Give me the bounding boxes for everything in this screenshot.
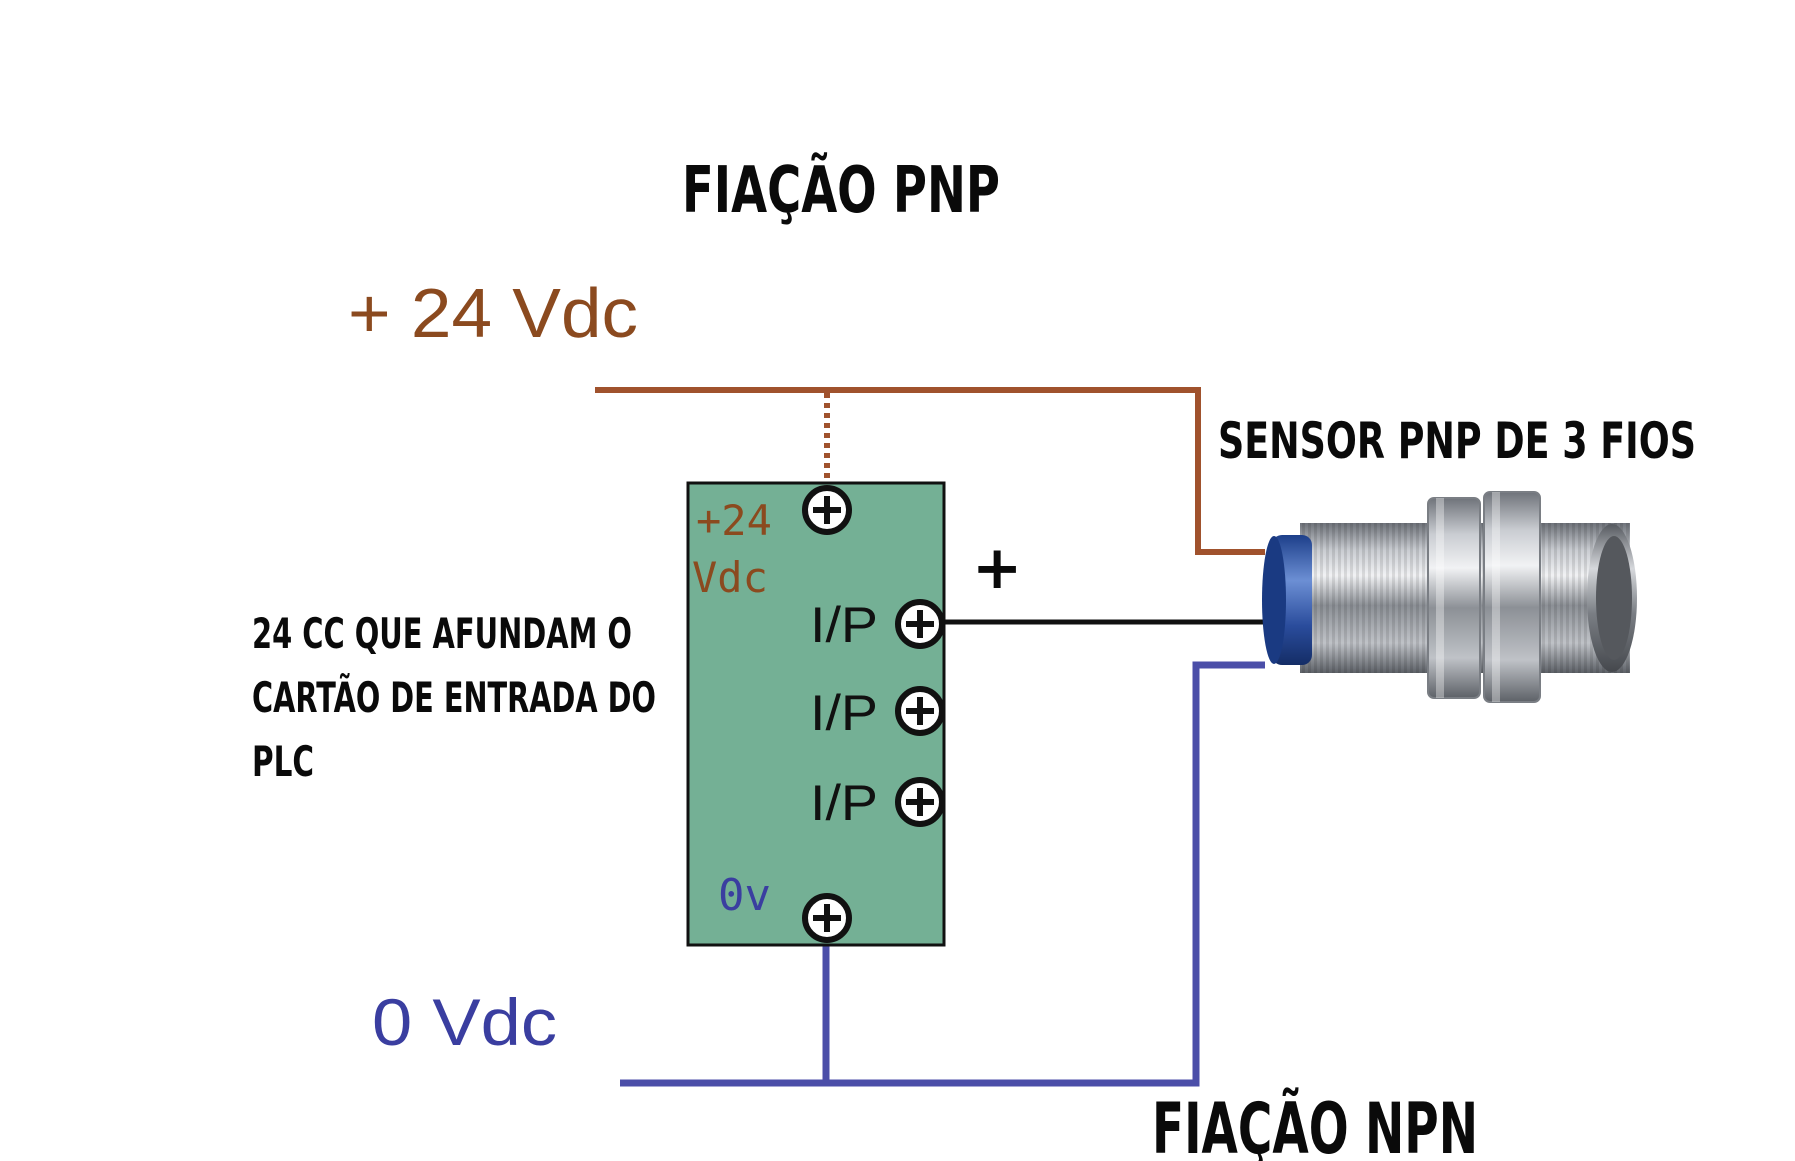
plc-description-line-2: CARTÃO DE ENTRADA DO [252, 672, 656, 722]
positive-rail-label: + 24 Vdc [348, 274, 638, 352]
plc-plus24-label: +24 [696, 496, 772, 545]
npn-title: FIAÇÃO NPN [1152, 1088, 1478, 1161]
input-label-2: I/P [810, 685, 878, 741]
input-label-3: I/P [810, 775, 878, 831]
negative-rail-label: 0 Vdc [372, 985, 557, 1059]
positive-rail-wire [595, 387, 1265, 555]
input-1-screw-icon [895, 599, 945, 649]
signal-plus-sign: + [972, 533, 1022, 603]
plc-description-line-3: PLC [252, 737, 314, 786]
plc-description-line-1: 24 CC QUE AFUNDAM O [252, 609, 632, 658]
plc-zero-label: 0v [718, 870, 771, 921]
plc-vdc-label: Vdc [692, 553, 768, 602]
input-3-screw-icon [895, 777, 945, 827]
terminal-zero-screw-icon [802, 893, 852, 943]
terminal-plus24-screw-icon [802, 485, 852, 535]
sensor-label: SENSOR PNP DE 3 FIOS [1218, 412, 1696, 470]
input-label-1: I/P [810, 597, 878, 653]
negative-rail-wire [620, 661, 1265, 1087]
proximity-sensor-icon [1262, 491, 1637, 703]
input-2-screw-icon [895, 686, 945, 736]
pnp-title: FIAÇÃO PNP [682, 152, 1000, 228]
